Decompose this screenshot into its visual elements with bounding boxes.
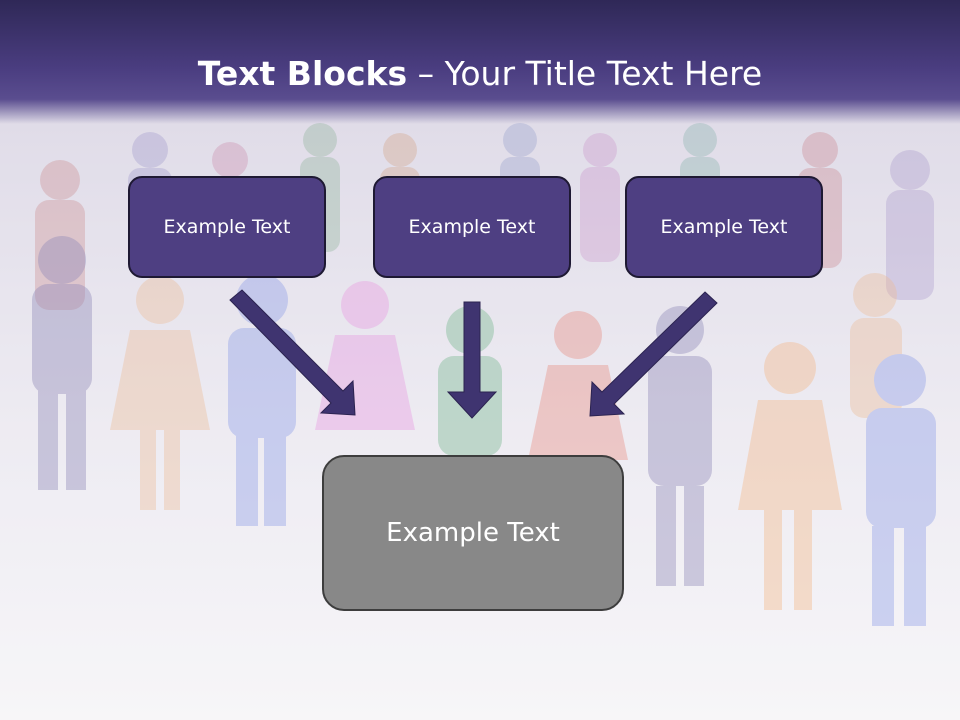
slide-title-dash: – (407, 54, 445, 93)
example-text-box-2[interactable]: Example Text (373, 176, 571, 278)
slide-title-bold: Text Blocks (197, 54, 408, 93)
example-text-box-3[interactable]: Example Text (625, 176, 823, 278)
title-band (0, 0, 960, 124)
example-text-target-box[interactable]: Example Text (322, 455, 624, 611)
example-text-box-1[interactable]: Example Text (128, 176, 326, 278)
slide-title: Text Blocks – Your Title Text Here (0, 52, 960, 96)
slide-title-rest: Your Title Text Here (444, 54, 763, 93)
